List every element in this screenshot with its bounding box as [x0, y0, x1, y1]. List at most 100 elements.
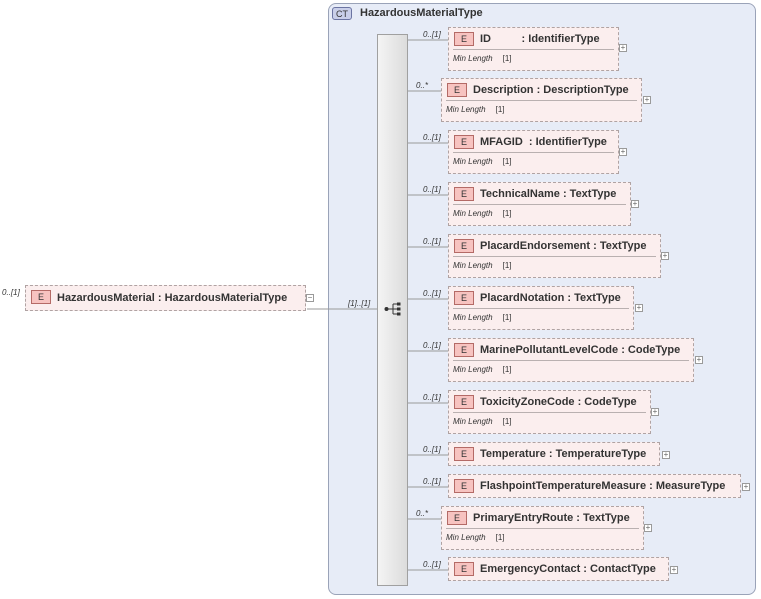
facet-label: Min Length: [453, 54, 493, 63]
element-name: Temperature : TemperatureType: [480, 448, 647, 460]
facet-value: [1]: [502, 313, 512, 322]
element-name: ToxicityZoneCode : CodeType: [480, 396, 637, 408]
root-element[interactable]: E HazardousMaterial : HazardousMaterialT…: [25, 285, 306, 311]
facet-label: Min Length: [453, 313, 493, 322]
element-name: ID : IdentifierType: [480, 33, 600, 45]
sequence-icon: [384, 302, 401, 316]
facet-value: [1]: [502, 261, 512, 270]
element-name: Description : DescriptionType: [473, 84, 629, 96]
element-badge: E: [31, 290, 51, 304]
child-cardinality: 0..*: [416, 509, 429, 518]
expand-toggle[interactable]: +: [643, 95, 651, 104]
element-badge: E: [454, 187, 474, 201]
child-cardinality: 0..[1]: [423, 393, 441, 402]
facet-separator: [453, 49, 614, 50]
facet-label: Min Length: [453, 365, 493, 374]
child-cardinality: 0..[1]: [423, 30, 441, 39]
root-cardinality: 0..[1]: [2, 288, 20, 297]
expand-toggle[interactable]: +: [742, 482, 750, 491]
child-cardinality: 0..[1]: [423, 133, 441, 142]
facet-label: Min Length: [453, 209, 493, 218]
facet-value: [1]: [502, 54, 512, 63]
facet-value: [1]: [495, 533, 505, 542]
element-badge: E: [454, 395, 474, 409]
element-badge: E: [454, 32, 474, 46]
complex-type-title: HazardousMaterialType: [360, 7, 483, 19]
root-element-name: HazardousMaterial : HazardousMaterialTyp…: [57, 292, 288, 304]
expand-toggle[interactable]: +: [662, 450, 670, 459]
min-length-facet: Min Length [1]: [453, 157, 512, 166]
element-badge: E: [454, 479, 474, 493]
element-badge: E: [447, 83, 467, 97]
child-cardinality: 0..*: [416, 81, 429, 90]
child-cardinality: 0..[1]: [423, 560, 441, 569]
expand-toggle[interactable]: +: [695, 355, 703, 364]
element-name: EmergencyContact : ContactType: [480, 563, 656, 575]
facet-label: Min Length: [453, 417, 493, 426]
min-length-facet: Min Length [1]: [446, 533, 505, 542]
element-name: FlashpointTemperatureMeasure : MeasureTy…: [480, 480, 726, 492]
expand-toggle[interactable]: +: [619, 147, 627, 156]
element-name: MFAGID : IdentifierType: [480, 136, 607, 148]
expand-toggle[interactable]: +: [644, 523, 652, 532]
sequence-cardinality: [1]..[1]: [348, 299, 371, 308]
min-length-facet: Min Length [1]: [453, 54, 512, 63]
expand-toggle[interactable]: +: [670, 565, 678, 574]
facet-value: [1]: [502, 209, 512, 218]
element-name: TechnicalName : TextType: [480, 188, 617, 200]
element-badge: E: [454, 447, 474, 461]
facet-separator: [453, 204, 626, 205]
element-badge: E: [454, 291, 474, 305]
facet-separator: [453, 256, 656, 257]
facet-separator: [453, 412, 646, 413]
element-name: PlacardNotation : TextType: [480, 292, 621, 304]
facet-label: Min Length: [453, 157, 493, 166]
facet-value: [1]: [502, 365, 512, 374]
element-badge: E: [454, 562, 474, 576]
expand-toggle[interactable]: +: [651, 407, 659, 416]
facet-label: Min Length: [446, 105, 486, 114]
element-badge: E: [454, 239, 474, 253]
facet-value: [1]: [502, 417, 512, 426]
min-length-facet: Min Length [1]: [453, 313, 512, 322]
child-cardinality: 0..[1]: [423, 185, 441, 194]
expand-toggle[interactable]: +: [635, 303, 643, 312]
child-element[interactable]: E FlashpointTemperatureMeasure : MeasureT…: [448, 474, 741, 498]
child-cardinality: 0..[1]: [423, 289, 441, 298]
facet-label: Min Length: [446, 533, 486, 542]
facet-value: [1]: [502, 157, 512, 166]
child-cardinality: 0..[1]: [423, 341, 441, 350]
element-badge: E: [447, 511, 467, 525]
child-cardinality: 0..[1]: [423, 445, 441, 454]
facet-separator: [446, 528, 639, 529]
min-length-facet: Min Length [1]: [446, 105, 505, 114]
facet-separator: [453, 152, 614, 153]
expand-toggle[interactable]: +: [661, 251, 669, 260]
facet-value: [1]: [495, 105, 505, 114]
expand-toggle[interactable]: +: [631, 199, 639, 208]
facet-separator: [453, 360, 689, 361]
child-element[interactable]: E Temperature : TemperatureType: [448, 442, 660, 466]
min-length-facet: Min Length [1]: [453, 261, 512, 270]
element-name: PlacardEndorsement : TextType: [480, 240, 647, 252]
element-badge: E: [454, 343, 474, 357]
facet-separator: [446, 100, 637, 101]
element-name: MarinePollutantLevelCode : CodeType: [480, 344, 681, 356]
facet-separator: [453, 308, 629, 309]
collapse-toggle[interactable]: −: [306, 293, 314, 302]
facet-label: Min Length: [453, 261, 493, 270]
min-length-facet: Min Length [1]: [453, 209, 512, 218]
expand-toggle[interactable]: +: [619, 43, 627, 52]
child-element[interactable]: E EmergencyContact : ContactType: [448, 557, 669, 581]
element-name: PrimaryEntryRoute : TextType: [473, 512, 630, 524]
